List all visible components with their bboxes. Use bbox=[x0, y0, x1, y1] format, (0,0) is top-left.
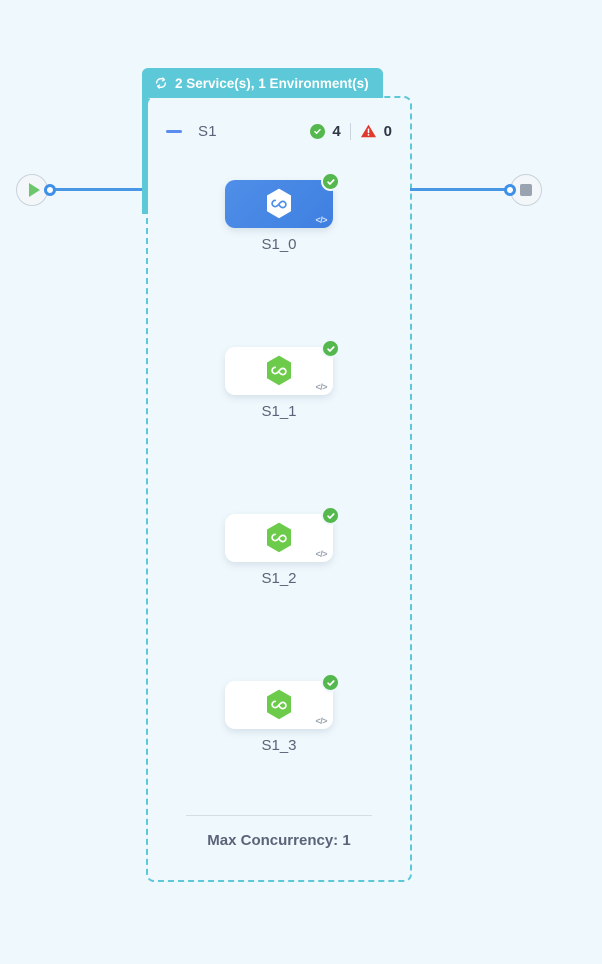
group-status-counts: 4 0 bbox=[310, 122, 392, 140]
code-badge: </> bbox=[315, 549, 327, 559]
node-status-ok-icon bbox=[321, 172, 340, 191]
success-count: 4 bbox=[332, 122, 341, 140]
start-connector-handle[interactable] bbox=[44, 184, 56, 196]
service-node[interactable]: </> S1_2 bbox=[225, 506, 340, 587]
service-node-label: S1_3 bbox=[261, 737, 297, 754]
cycle-icon bbox=[155, 77, 167, 89]
group-tab-label: 2 Service(s), 1 Environment(s) bbox=[175, 75, 369, 91]
hexagon-infinity-icon bbox=[267, 188, 291, 219]
check-circle-icon bbox=[310, 123, 326, 139]
service-node-label: S1_2 bbox=[261, 570, 297, 587]
hexagon-infinity-icon bbox=[267, 689, 291, 720]
max-concurrency-label: Max Concurrency: 1 bbox=[207, 832, 351, 849]
connector-line-end bbox=[410, 188, 508, 191]
footer-divider bbox=[186, 815, 372, 816]
code-badge: </> bbox=[315, 716, 327, 726]
node-status-ok-icon bbox=[321, 673, 340, 692]
node-status-ok-icon bbox=[321, 506, 340, 525]
start-node[interactable] bbox=[16, 174, 48, 206]
connector-line-start bbox=[54, 188, 148, 191]
service-node-card[interactable]: </> bbox=[225, 339, 340, 395]
group-name-label: S1 bbox=[198, 122, 217, 140]
warning-triangle-icon bbox=[360, 124, 376, 138]
service-node-card[interactable]: </> bbox=[225, 172, 340, 228]
group-header-tab[interactable]: 2 Service(s), 1 Environment(s) bbox=[142, 68, 383, 98]
service-node-label: S1_0 bbox=[261, 236, 297, 253]
service-node[interactable]: </> S1_0 bbox=[225, 172, 340, 253]
code-badge: </> bbox=[315, 215, 327, 225]
service-node[interactable]: </> S1_1 bbox=[225, 339, 340, 420]
hexagon-infinity-icon bbox=[267, 355, 291, 386]
error-count: 0 bbox=[383, 122, 392, 140]
count-divider bbox=[349, 122, 351, 140]
service-node-card[interactable]: </> bbox=[225, 673, 340, 729]
node-status-ok-icon bbox=[321, 339, 340, 358]
stop-icon bbox=[520, 184, 532, 196]
group-accent-strip bbox=[142, 96, 148, 214]
minus-icon[interactable] bbox=[166, 129, 182, 133]
service-node-card[interactable]: </> bbox=[225, 506, 340, 562]
service-node[interactable]: </> S1_3 bbox=[225, 673, 340, 754]
end-connector-handle[interactable] bbox=[504, 184, 516, 196]
service-node-label: S1_1 bbox=[261, 403, 297, 420]
group-title-row: S1 4 0 bbox=[166, 118, 392, 144]
hexagon-infinity-icon bbox=[267, 522, 291, 553]
code-badge: </> bbox=[315, 382, 327, 392]
play-icon bbox=[28, 183, 40, 197]
